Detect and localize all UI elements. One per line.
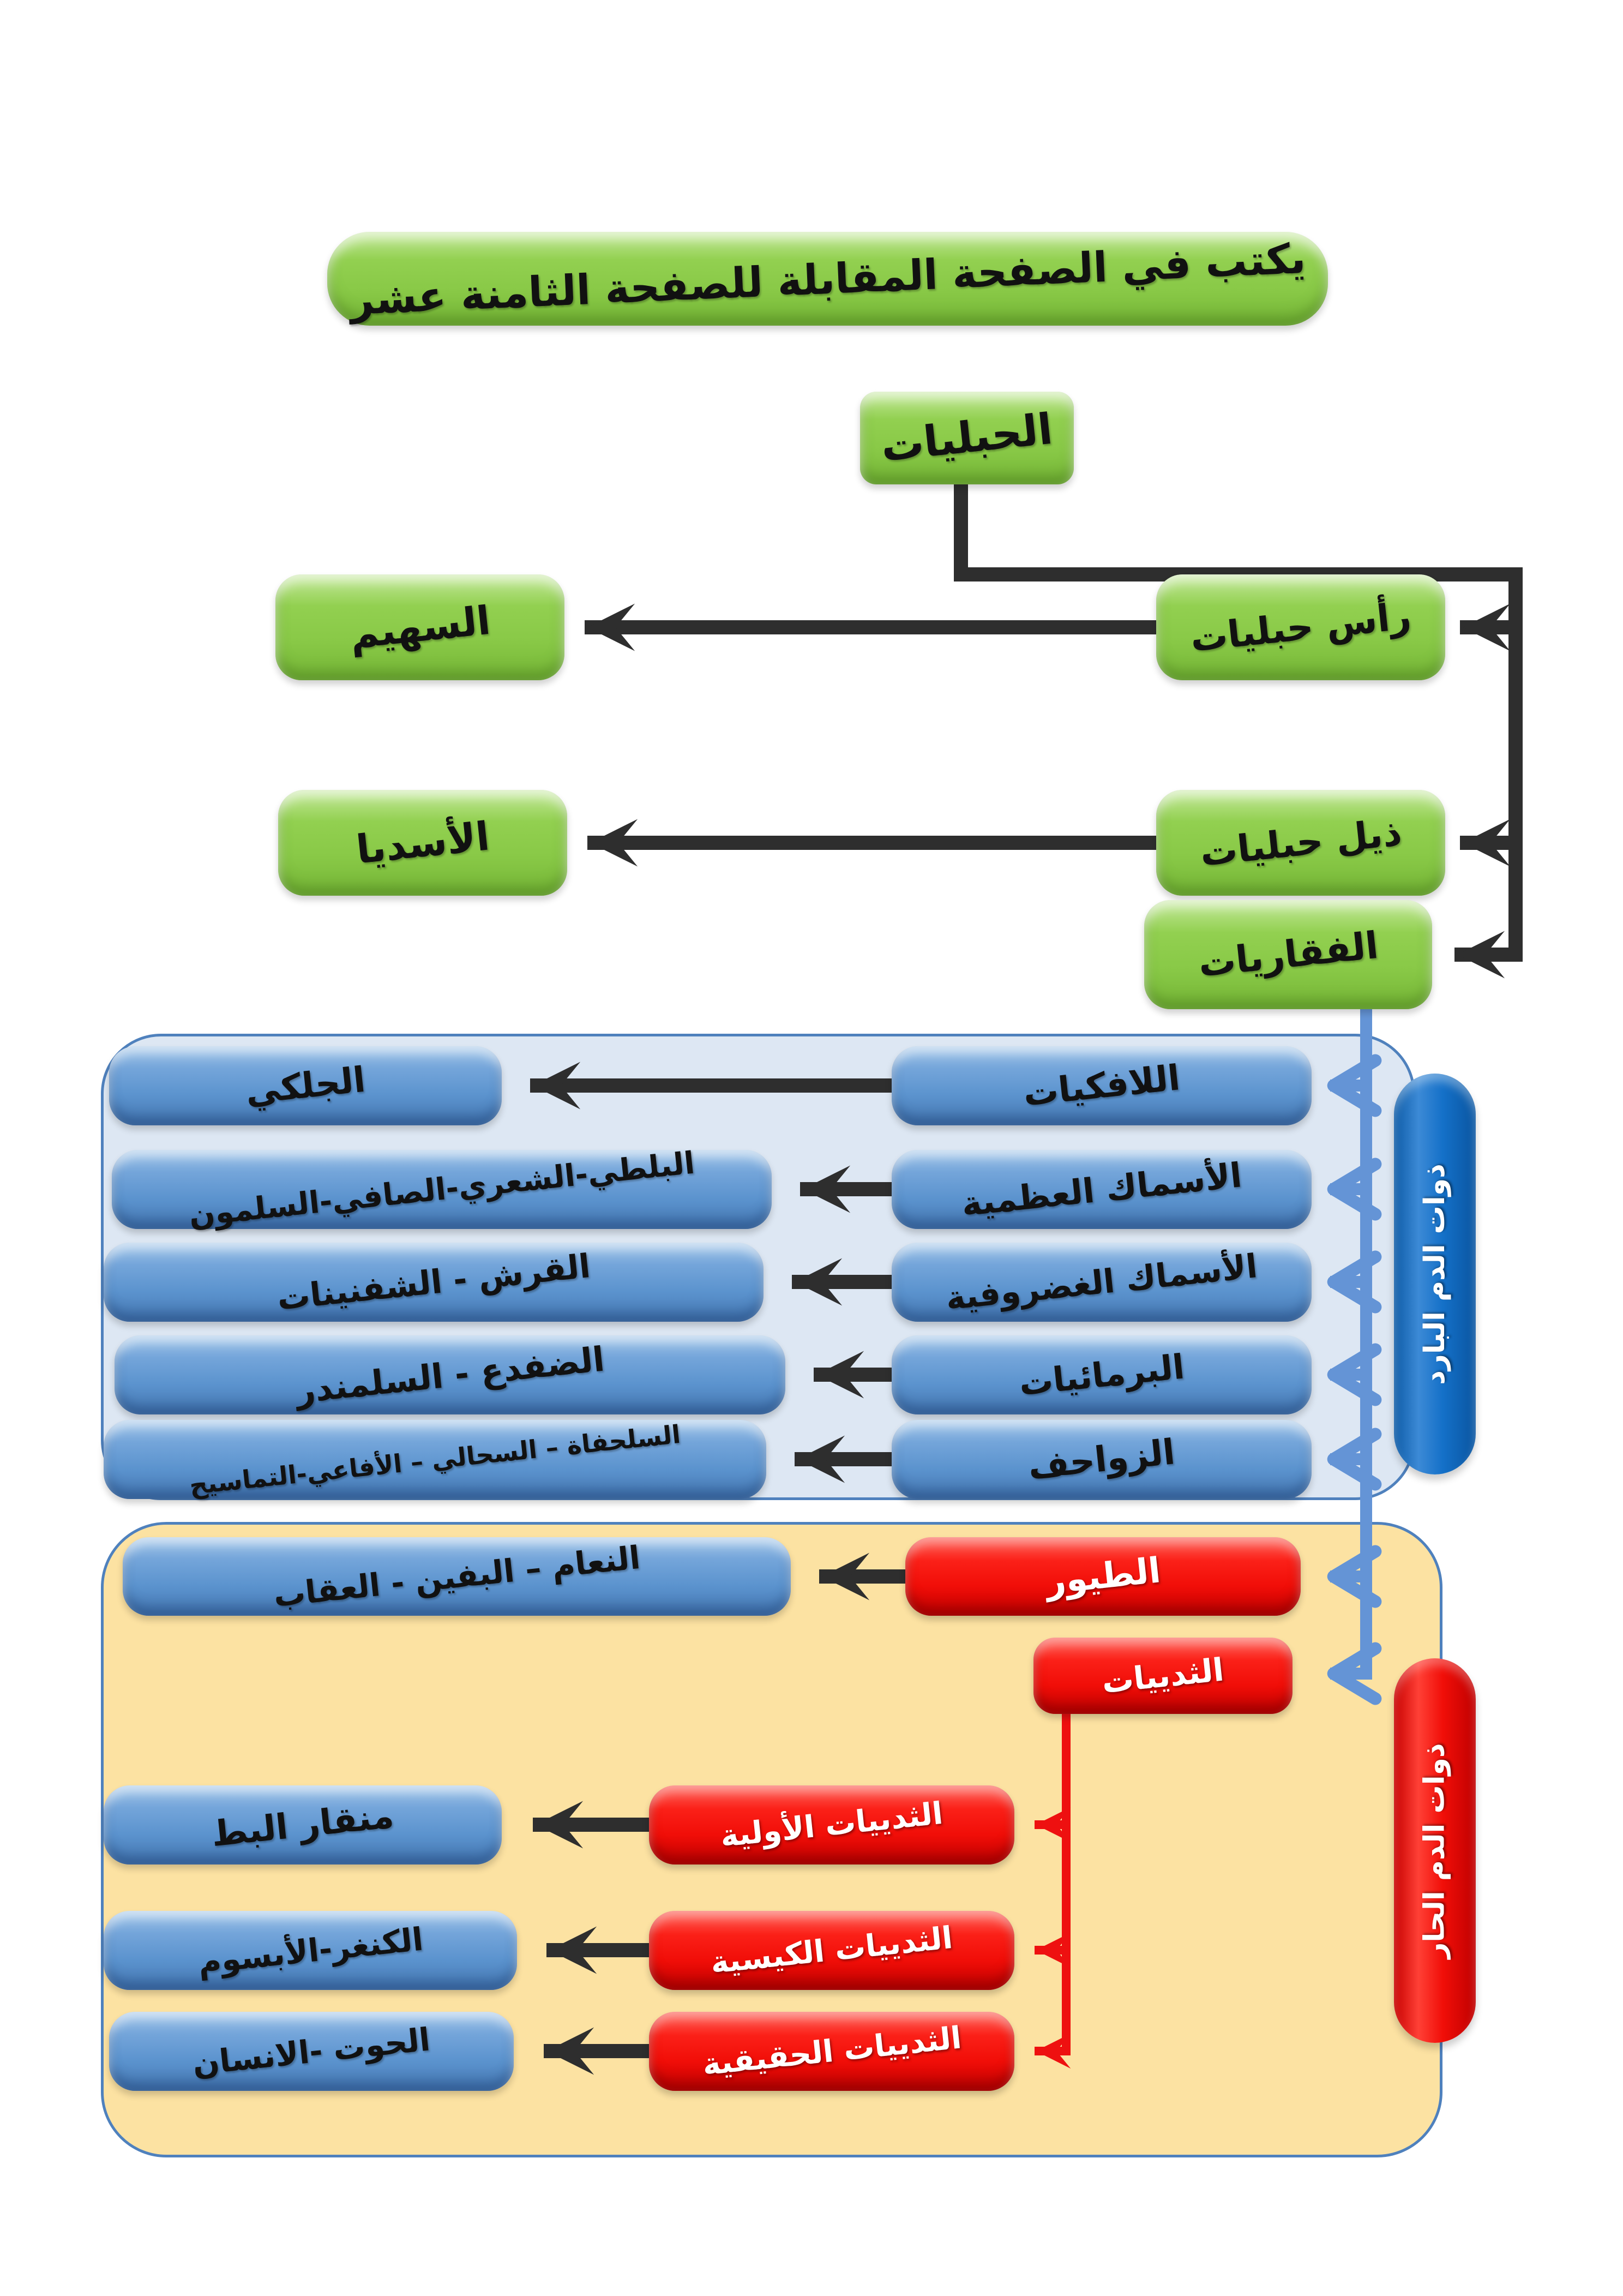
node-chordates: الحبليات [860, 392, 1074, 484]
node-marsupials-examples: الكنغر-الأبسوم [104, 1911, 517, 1990]
node-amphibians-examples: الضفدع - السلمندر [115, 1335, 785, 1414]
node-reptiles-examples: السلحفاة – السحالي – الأفاعي-التماسيح [104, 1419, 766, 1500]
node-urochordates: ذيل حبليات [1156, 790, 1445, 896]
node-jawless: اللافكيات [892, 1046, 1312, 1125]
node-monotremes-examples-label: منقار البط [209, 1795, 396, 1855]
node-cartilaginous-examples-label: القرش - الشفنينات [275, 1246, 592, 1318]
node-bony-fish: الأسماك العظمية [892, 1150, 1312, 1229]
node-placentals: الثدييات الحقيقية [649, 2012, 1014, 2091]
title-banner-text: يكتب في الصفحة المقابلة للصفحة الثامنة ع… [348, 233, 1307, 324]
node-placentals-examples-label: الحوت -الانسان [190, 2020, 432, 2083]
node-reptiles-label: الزواحف [1026, 1431, 1177, 1488]
node-monotremes-examples: منقار البط [104, 1785, 502, 1865]
node-vertebrates: الفقاريات [1144, 900, 1432, 1009]
node-placentals-label: الثدييات الحقيقية [700, 2020, 963, 2083]
connector-mammals-trunk [1035, 1700, 1071, 2069]
node-amphioxus: السهيم [275, 574, 564, 680]
node-placentals-examples: الحوت -الانسان [109, 2012, 514, 2091]
node-birds-label: الطيور [1043, 1550, 1163, 1603]
warm-blooded-side-label: ذوات الدم الحار [1394, 1658, 1476, 2043]
cold-blooded-side-label-text: ذوات الدم البارد [1418, 1163, 1451, 1385]
node-amphibians: البرمائيات [892, 1335, 1312, 1414]
node-cephalochordates-label: رأس حبليات [1188, 594, 1414, 661]
node-cephalochordates: رأس حبليات [1156, 574, 1445, 680]
node-marsupials-examples-label: الكنغر-الأبسوم [196, 1920, 425, 1981]
node-bony-fish-examples-label: البلطي-الشعري-الصافي-السلمون [187, 1145, 696, 1234]
node-vertebrates-label: الفقاريات [1196, 924, 1380, 986]
node-urochordates-label: ذيل حبليات [1198, 811, 1404, 875]
node-ascidian-label: الأسديا [353, 813, 492, 873]
node-mammals: الثدييات [1033, 1638, 1293, 1714]
node-amphioxus-label: السهيم [347, 597, 492, 658]
node-bony-fish-label: الأسماك العظمية [959, 1155, 1244, 1224]
node-chordates-label: الحبليات [879, 404, 1055, 472]
warm-blooded-side-label-text: ذوات الدم الحار [1418, 1742, 1451, 1959]
node-jawless-label: اللافكيات [1021, 1057, 1182, 1114]
node-birds-examples: النعام – البفين - العقاب [123, 1537, 791, 1616]
node-amphibians-examples-label: الضفدع - السلمندر [293, 1339, 606, 1411]
node-jawless-examples-label: الجلكي [243, 1059, 368, 1112]
cold-blooded-side-label: ذوات الدم البارد [1394, 1074, 1476, 1474]
node-monotremes: الثدييات الأولية [649, 1785, 1014, 1865]
node-cartilaginous-fish: الأسماك الغضروفية [892, 1243, 1312, 1322]
node-marsupials: الثدييات الكيسية [649, 1911, 1014, 1990]
node-cartilaginous-examples: القرش - الشفنينات [104, 1243, 764, 1322]
title-banner: يكتب في الصفحة المقابلة للصفحة الثامنة ع… [327, 232, 1328, 326]
node-birds: الطيور [905, 1537, 1301, 1616]
node-jawless-examples: الجلكي [109, 1046, 502, 1125]
node-mammals-label: الثدييات [1100, 1651, 1226, 1701]
node-ascidian: الأسديا [278, 790, 567, 896]
node-birds-examples-label: النعام – البفين - العقاب [272, 1538, 642, 1615]
connector-vertebrates-spine [1327, 1002, 1382, 1705]
node-reptiles: الزواحف [892, 1420, 1312, 1499]
node-monotremes-label: الثدييات الأولية [718, 1795, 945, 1855]
node-cartilaginous-fish-label: الأسماك الغضروفية [944, 1246, 1259, 1318]
node-marsupials-label: الثدييات الكيسية [709, 1920, 954, 1981]
node-amphibians-label: البرمائيات [1017, 1346, 1187, 1404]
node-bony-fish-examples: البلطي-الشعري-الصافي-السلمون [112, 1145, 772, 1234]
node-reptiles-examples-label: السلحفاة – السحالي – الأفاعي-التماسيح [188, 1419, 682, 1500]
